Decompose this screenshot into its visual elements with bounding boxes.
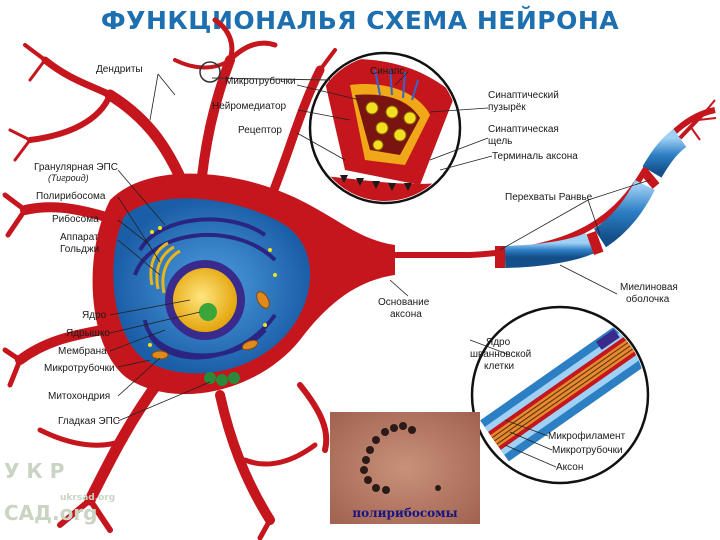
golgi-apparatus xyxy=(149,241,181,294)
synapse-inset xyxy=(199,51,462,205)
label-nucleus: Ядро xyxy=(82,310,107,321)
label-schwann-1: Ядро xyxy=(486,337,511,348)
photo-caption: полирибосомы xyxy=(352,506,457,520)
labels: Дендриты Микротрубочки Нейромедиатор Рец… xyxy=(34,64,678,473)
leader-lines xyxy=(109,71,651,468)
label-schwann-3: клетки xyxy=(484,361,514,372)
label-axon-terminal: Терминаль аксона xyxy=(492,151,578,162)
label-axon: Аксон xyxy=(556,462,583,473)
label-microfilament: Микрофиламент xyxy=(548,430,626,442)
polyribosome-photo: полирибосомы xyxy=(330,412,480,524)
label-golgi-2: Гольджи xyxy=(60,244,99,255)
watermark-line3: САД.org xyxy=(4,501,98,525)
watermark-line1: У К Р xyxy=(4,459,64,483)
label-nucleolus: Ядрышко xyxy=(66,328,110,339)
label-tigroid: (Тигроид) xyxy=(48,173,89,183)
myelin-sheath xyxy=(400,128,687,268)
nucleolus xyxy=(199,303,217,321)
label-granular-er: Гранулярная ЭПС xyxy=(34,162,118,173)
axon-inset xyxy=(470,305,650,485)
label-myelin-1: Миелиновая xyxy=(620,282,678,293)
label-synaptic-vesicle-1: Синаптический xyxy=(488,90,559,101)
label-mitochondria: Митохондрия xyxy=(48,391,110,402)
label-synaptic-cleft-1: Синаптическая xyxy=(488,124,559,135)
label-schwann-2: шванновской xyxy=(470,349,531,360)
watermark-line2: ukrsad.org xyxy=(60,493,115,503)
label-microtubules-left: Микротрубочки xyxy=(44,362,115,374)
label-dendrites: Дендриты xyxy=(96,64,143,75)
label-synaptic-vesicle-2: пузырёк xyxy=(488,102,526,113)
label-smooth-er: Гладкая ЭПС xyxy=(58,416,120,427)
label-axon-hillock-1: Основание xyxy=(378,297,430,308)
watermark: У К Р ukrsad.org САД.org xyxy=(4,459,115,525)
label-polyribosome: Полирибосома xyxy=(36,190,106,202)
label-ribosome: Рибосома xyxy=(52,213,99,225)
axon xyxy=(395,99,717,268)
label-microtubules-top: Микротрубочки xyxy=(225,75,296,87)
label-myelin-2: оболочка xyxy=(626,293,670,305)
diagram-title: ФУНКЦИОНАЛЬЯ СХЕМА НЕЙРОНА xyxy=(100,6,620,35)
label-neurotransmitter: Нейромедиатор xyxy=(212,101,287,112)
label-axon-hillock-2: аксона xyxy=(390,309,422,320)
cell-body xyxy=(92,173,395,395)
label-receptor: Рецептор xyxy=(238,125,282,136)
ranvier-nodes xyxy=(495,167,660,268)
label-synapse: Синапс xyxy=(370,66,404,77)
label-synaptic-cleft-2: щель xyxy=(488,136,512,147)
label-microtubules-axon: Микротрубочки xyxy=(552,444,623,456)
label-ranvier: Перехваты Ранвье xyxy=(505,192,593,203)
smooth-er xyxy=(204,372,240,386)
label-golgi-1: Аппарат xyxy=(60,232,99,243)
mitochondria xyxy=(151,291,270,360)
ribosomes xyxy=(148,226,277,347)
label-membrane: Мембрана xyxy=(58,345,107,357)
